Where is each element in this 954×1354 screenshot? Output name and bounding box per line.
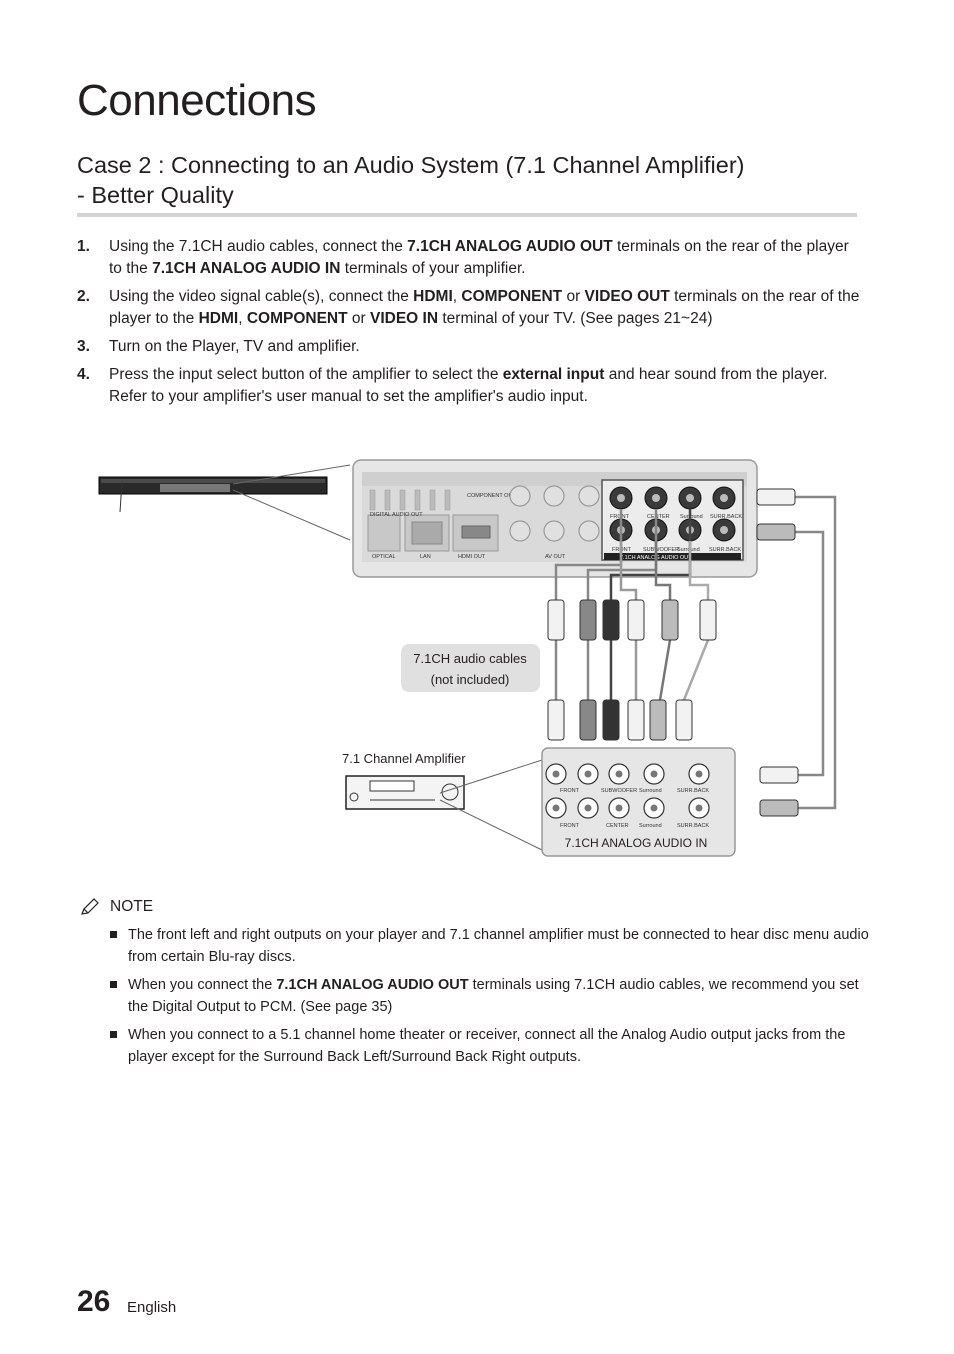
amplifier-illustration (345, 759, 543, 851)
av-out-label: AV OUT (545, 554, 566, 560)
note-item: When you connect the 7.1CH ANALOG AUDIO … (80, 974, 870, 1018)
step-text: , (452, 288, 462, 305)
note-item: When you connect to a 5.1 channel home t… (80, 1024, 870, 1068)
step-text: terminals on the rear of the player to t… (109, 288, 860, 327)
note-item: The front left and right outputs on your… (80, 924, 870, 968)
step-emphasis: VIDEO OUT (584, 288, 670, 305)
connection-diagram: DIGITAL AUDIO OUT OPTICAL LAN HDMI OUT C… (98, 459, 837, 857)
note-section: NOTE The front left and right outputs on… (80, 896, 870, 1074)
rca-plugs-top (547, 488, 796, 641)
page-number: 26 (77, 1285, 111, 1318)
step-emphasis: external input (502, 366, 605, 383)
step-2: 2. Using the video signal cable(s), conn… (77, 286, 862, 330)
out-surround-l-label: Surround (677, 547, 700, 553)
digital-audio-out-label: DIGITAL AUDIO OUT (370, 512, 423, 518)
out-surrback-l-label: SURR.BACK (709, 547, 741, 553)
step-number: 1. (77, 238, 90, 255)
in-surround-l-label: Surround (639, 823, 662, 829)
cable-label-line1: 7.1CH audio cables (413, 651, 527, 666)
note-heading: NOTE (80, 896, 870, 918)
bullet-square-icon (110, 1031, 117, 1038)
bullet-square-icon (110, 931, 117, 938)
step-text: Using the video signal cable(s), connect… (109, 288, 414, 305)
note-text: The front left and right outputs on your… (128, 927, 869, 965)
amplifier-input-panel: FRONT SUBWOOFER Surround SURR.BACK FRONT… (541, 747, 736, 857)
heading-divider (77, 213, 857, 217)
player-rear-panel: DIGITAL AUDIO OUT OPTICAL LAN HDMI OUT C… (352, 459, 758, 578)
step-emphasis: COMPONENT (246, 310, 348, 327)
section-title: Connections (77, 76, 317, 125)
case-heading: Case 2 : Connecting to an Audio System (… (77, 150, 867, 210)
step-4: 4. Press the input select button of the … (77, 364, 862, 408)
cable-label: 7.1CH audio cables (not included) (401, 644, 540, 692)
note-emphasis: 7.1CH ANALOG AUDIO OUT (276, 977, 469, 993)
cable-label-line2: (not included) (431, 672, 510, 687)
note-text: terminals using 7.1CH audio cables, we r… (128, 977, 859, 1015)
step-number: 4. (77, 366, 90, 383)
audio-cable-wires (554, 495, 837, 810)
step-text: or (347, 310, 370, 327)
note-text: When you connect the (128, 977, 277, 993)
step-1: 1. Using the 7.1CH audio cables, connect… (77, 236, 862, 280)
in-surrback-l-label: SURR.BACK (677, 823, 709, 829)
step-text: terminal of your TV. (See pages 21~24) (438, 310, 713, 327)
step-text: terminals on the rear of the player to t… (109, 238, 849, 277)
note-heading-text: NOTE (110, 898, 154, 915)
case-heading-line2: - Better Quality (77, 182, 234, 208)
step-text: Using the 7.1CH audio cables, connect th… (109, 238, 408, 255)
out-subwoofer-label: SUBWOOFER (643, 547, 679, 553)
in-subwoofer-label: SUBWOOFER (601, 788, 637, 794)
step-emphasis: COMPONENT (461, 288, 563, 305)
step-emphasis: HDMI (198, 310, 239, 327)
step-text: Press the input select button of the amp… (109, 366, 503, 383)
out-surrback-r-label: SURR.BACK (710, 514, 742, 520)
step-text: , (238, 310, 247, 327)
in-front-r-label: FRONT (560, 788, 580, 794)
amp-panel-title: 7.1CH ANALOG AUDIO IN (565, 836, 708, 850)
rca-plugs-bottom (547, 699, 799, 817)
step-number: 3. (77, 338, 90, 355)
in-surrback-r-label: SURR.BACK (677, 788, 709, 794)
step-number: 2. (77, 288, 90, 305)
optical-label: OPTICAL (372, 554, 396, 560)
page-language: English (127, 1299, 177, 1316)
in-front-l-label: FRONT (560, 823, 580, 829)
in-center-label: CENTER (606, 823, 629, 829)
step-emphasis: VIDEO IN (370, 310, 439, 327)
out-surround-r-label: Surround (680, 514, 703, 520)
lan-label: LAN (420, 554, 431, 560)
step-emphasis: 7.1CH ANALOG AUDIO IN (152, 260, 341, 277)
pencil-icon (81, 898, 99, 915)
step-text: terminals of your amplifier. (340, 260, 526, 277)
case-heading-line1: Case 2 : Connecting to an Audio System (… (77, 152, 745, 178)
note-text: When you connect to a 5.1 channel home t… (128, 1027, 846, 1065)
step-3: 3. Turn on the Player, TV and amplifier. (77, 336, 862, 358)
player-illustration (98, 464, 351, 541)
step-text: or (562, 288, 585, 305)
in-surround-r-label: Surround (639, 788, 662, 794)
hdmi-out-label: HDMI OUT (458, 554, 486, 560)
step-text: and hear sound from the player. Refer to… (109, 366, 828, 405)
bullet-square-icon (110, 981, 117, 988)
component-out-label: COMPONENT OUT (467, 493, 516, 499)
step-emphasis: 7.1CH ANALOG AUDIO OUT (407, 238, 613, 255)
instruction-steps: 1. Using the 7.1CH audio cables, connect… (77, 236, 862, 414)
step-emphasis: HDMI (413, 288, 453, 305)
amplifier-label: 7.1 Channel Amplifier (342, 751, 466, 766)
step-text: Turn on the Player, TV and amplifier. (109, 338, 360, 355)
out-center-label: CENTER (647, 514, 670, 520)
